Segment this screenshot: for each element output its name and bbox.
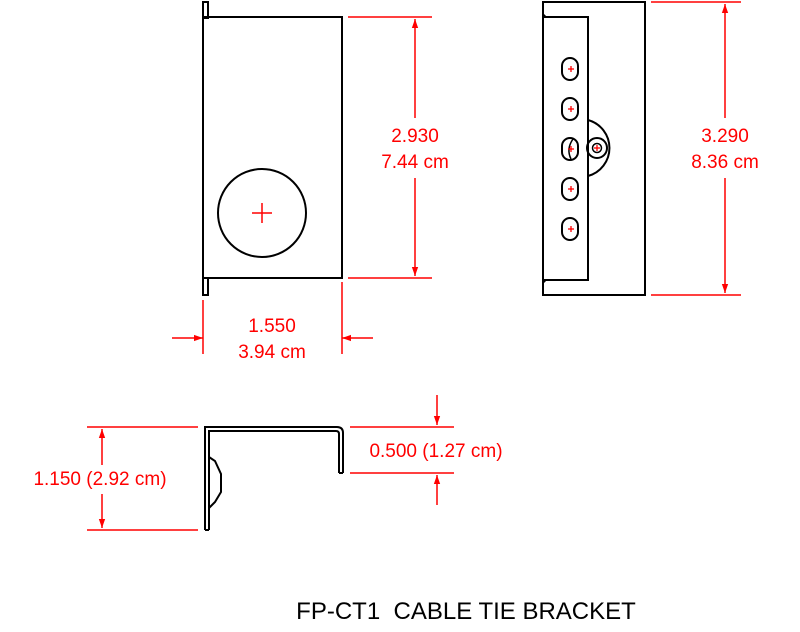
profile-boss [208,456,222,509]
side-height-dimension [651,1,741,296]
front-body-outline [202,16,343,279]
profile-height-label: 1.150 (2.92 cm) [33,469,166,490]
profile-lip-label: 0.500 (1.27 cm) [369,441,502,462]
slot [561,57,579,81]
top-tab [202,1,209,19]
side-height-inches: 3.290 [701,126,749,147]
cable-tie-slots [561,57,579,241]
mounting-center-mark-icon [594,145,600,151]
bottom-tab [202,277,209,296]
mounting-boss-arc [587,119,611,177]
drawing-title: FP-CT1 CABLE TIE BRACKET [296,598,636,625]
profile-view: 1.150 (2.92 cm) 0.500 (1.27 cm) [33,395,503,531]
front-width-inches: 1.550 [248,316,296,337]
profile-outer-edge [204,426,344,530]
slot [561,137,579,161]
slot [561,97,579,121]
front-height-cm: 7.44 cm [381,152,449,173]
front-height-dimension [348,16,432,279]
profile-height-dimension [87,426,198,531]
side-height-cm: 8.36 cm [691,152,759,173]
center-mark-icon [252,203,272,223]
side-inner-flange [542,16,589,281]
mounting-hole-inner [591,142,603,154]
front-width-dimension [172,282,373,354]
front-width-cm: 3.94 cm [238,342,306,363]
mounting-hole-outer [586,137,608,159]
slot [561,177,579,201]
front-view: 2.930 7.44 cm 1.550 3.94 cm [172,1,449,363]
side-view: 3.290 8.36 cm [542,1,759,296]
profile-inner-edge [208,430,340,530]
profile-lip-dimension [350,395,454,505]
slot [561,217,579,241]
large-hole-circle [217,168,307,258]
front-height-inches: 2.930 [391,126,439,147]
